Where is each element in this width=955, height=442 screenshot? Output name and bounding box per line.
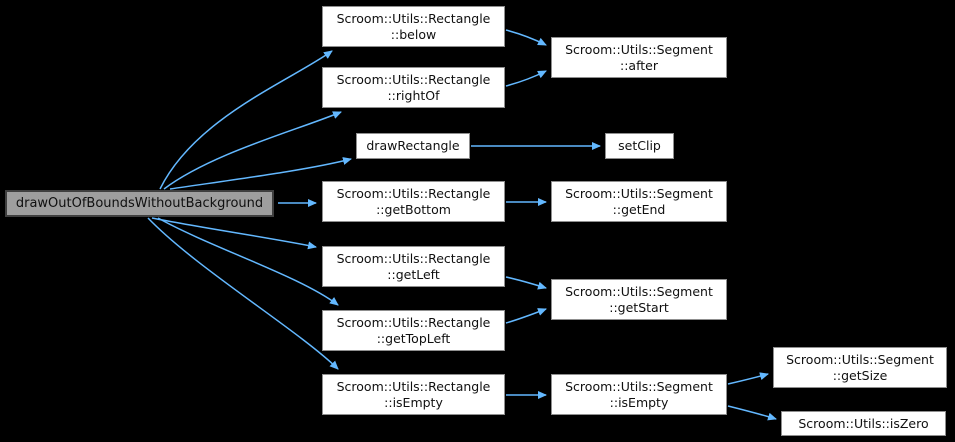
graph-node-label: Scroom::Utils::Rectangle [336, 71, 491, 87]
graph-node-label: Scroom::Utils::isZero [798, 415, 929, 431]
graph-node-rect-rightOf[interactable]: Scroom::Utils::Rectangle::rightOf [322, 67, 505, 108]
graph-node-label: Scroom::Utils::Rectangle [336, 10, 491, 26]
graph-node-rect-getTopLeft[interactable]: Scroom::Utils::Rectangle::getTopLeft [322, 310, 505, 351]
graph-node-seg-isEmpty[interactable]: Scroom::Utils::Segment::isEmpty [551, 374, 727, 415]
graph-node-label: ::getEnd [612, 201, 666, 217]
graph-node-label: ::rightOf [387, 87, 440, 103]
graph-node-label: ::getLeft [387, 266, 440, 282]
graph-node-label: ::getStart [609, 299, 669, 315]
graph-node-seg-getEnd[interactable]: Scroom::Utils::Segment::getEnd [551, 181, 727, 222]
edge-seg-isEmpty-to-seg-getSize [727, 372, 769, 385]
graph-node-label: ::getSize [832, 367, 888, 383]
graph-node-rect-getLeft[interactable]: Scroom::Utils::Rectangle::getLeft [322, 246, 505, 287]
graph-node-label: ::getTopLeft [376, 330, 451, 346]
edge-drawOutOfBoundsWithoutBackground-to-rect-getTopLeft [157, 217, 339, 306]
graph-node-label: ::isEmpty [609, 394, 669, 410]
edge-drawOutOfBoundsWithoutBackground-to-rect-below [159, 50, 333, 190]
edge-drawOutOfBoundsWithoutBackground-to-drawRectangle [169, 157, 352, 190]
edge-drawOutOfBoundsWithoutBackground-to-rect-isEmpty [147, 217, 339, 370]
edge-rect-rightOf-to-seg-after [505, 70, 547, 87]
edge-rect-below-to-seg-after [505, 29, 547, 46]
graph-node-label: Scroom::Utils::Segment [565, 41, 713, 57]
graph-node-label: setClip [618, 138, 661, 153]
graph-node-drawOutOfBoundsWithoutBackground: drawOutOfBoundsWithoutBackground [5, 190, 274, 217]
graph-node-rect-isEmpty[interactable]: Scroom::Utils::Rectangle::isEmpty [322, 374, 505, 415]
edge-drawOutOfBoundsWithoutBackground-to-rect-rightOf [163, 111, 342, 190]
graph-node-seg-after[interactable]: Scroom::Utils::Segment::after [551, 37, 727, 78]
edge-seg-isEmpty-to-utils-isZero [727, 405, 777, 421]
graph-node-label: Scroom::Utils::Segment [565, 185, 713, 201]
graph-node-label: Scroom::Utils::Rectangle [336, 378, 491, 394]
graph-node-label: drawRectangle [366, 138, 460, 153]
graph-node-utils-isZero[interactable]: Scroom::Utils::isZero [781, 411, 946, 436]
graph-node-label: Scroom::Utils::Rectangle [336, 250, 491, 266]
graph-node-label: Scroom::Utils::Rectangle [336, 185, 491, 201]
graph-node-drawRectangle[interactable]: drawRectangle [356, 133, 470, 159]
edge-rect-getTopLeft-to-seg-getStart [505, 308, 547, 324]
graph-node-rect-getBottom[interactable]: Scroom::Utils::Rectangle::getBottom [322, 181, 505, 222]
graph-node-label: ::getBottom [376, 201, 451, 217]
graph-node-rect-below[interactable]: Scroom::Utils::Rectangle::below [322, 6, 505, 47]
graph-node-label: Scroom::Utils::Segment [565, 283, 713, 299]
graph-node-label: Scroom::Utils::Segment [786, 351, 934, 367]
graph-node-label: ::after [620, 57, 658, 73]
graph-node-label: drawOutOfBoundsWithoutBackground [15, 195, 264, 211]
graph-node-setClip[interactable]: setClip [605, 133, 674, 159]
graph-node-label: Scroom::Utils::Rectangle [336, 314, 491, 330]
graph-node-label: Scroom::Utils::Segment [565, 378, 713, 394]
graph-node-label: ::below [390, 26, 437, 42]
graph-node-seg-getSize[interactable]: Scroom::Utils::Segment::getSize [773, 347, 947, 388]
graph-node-label: ::isEmpty [384, 394, 443, 410]
edge-rect-getLeft-to-seg-getStart [505, 276, 547, 290]
edge-drawOutOfBoundsWithoutBackground-to-rect-getLeft [151, 217, 317, 250]
graph-node-seg-getStart[interactable]: Scroom::Utils::Segment::getStart [551, 279, 727, 320]
